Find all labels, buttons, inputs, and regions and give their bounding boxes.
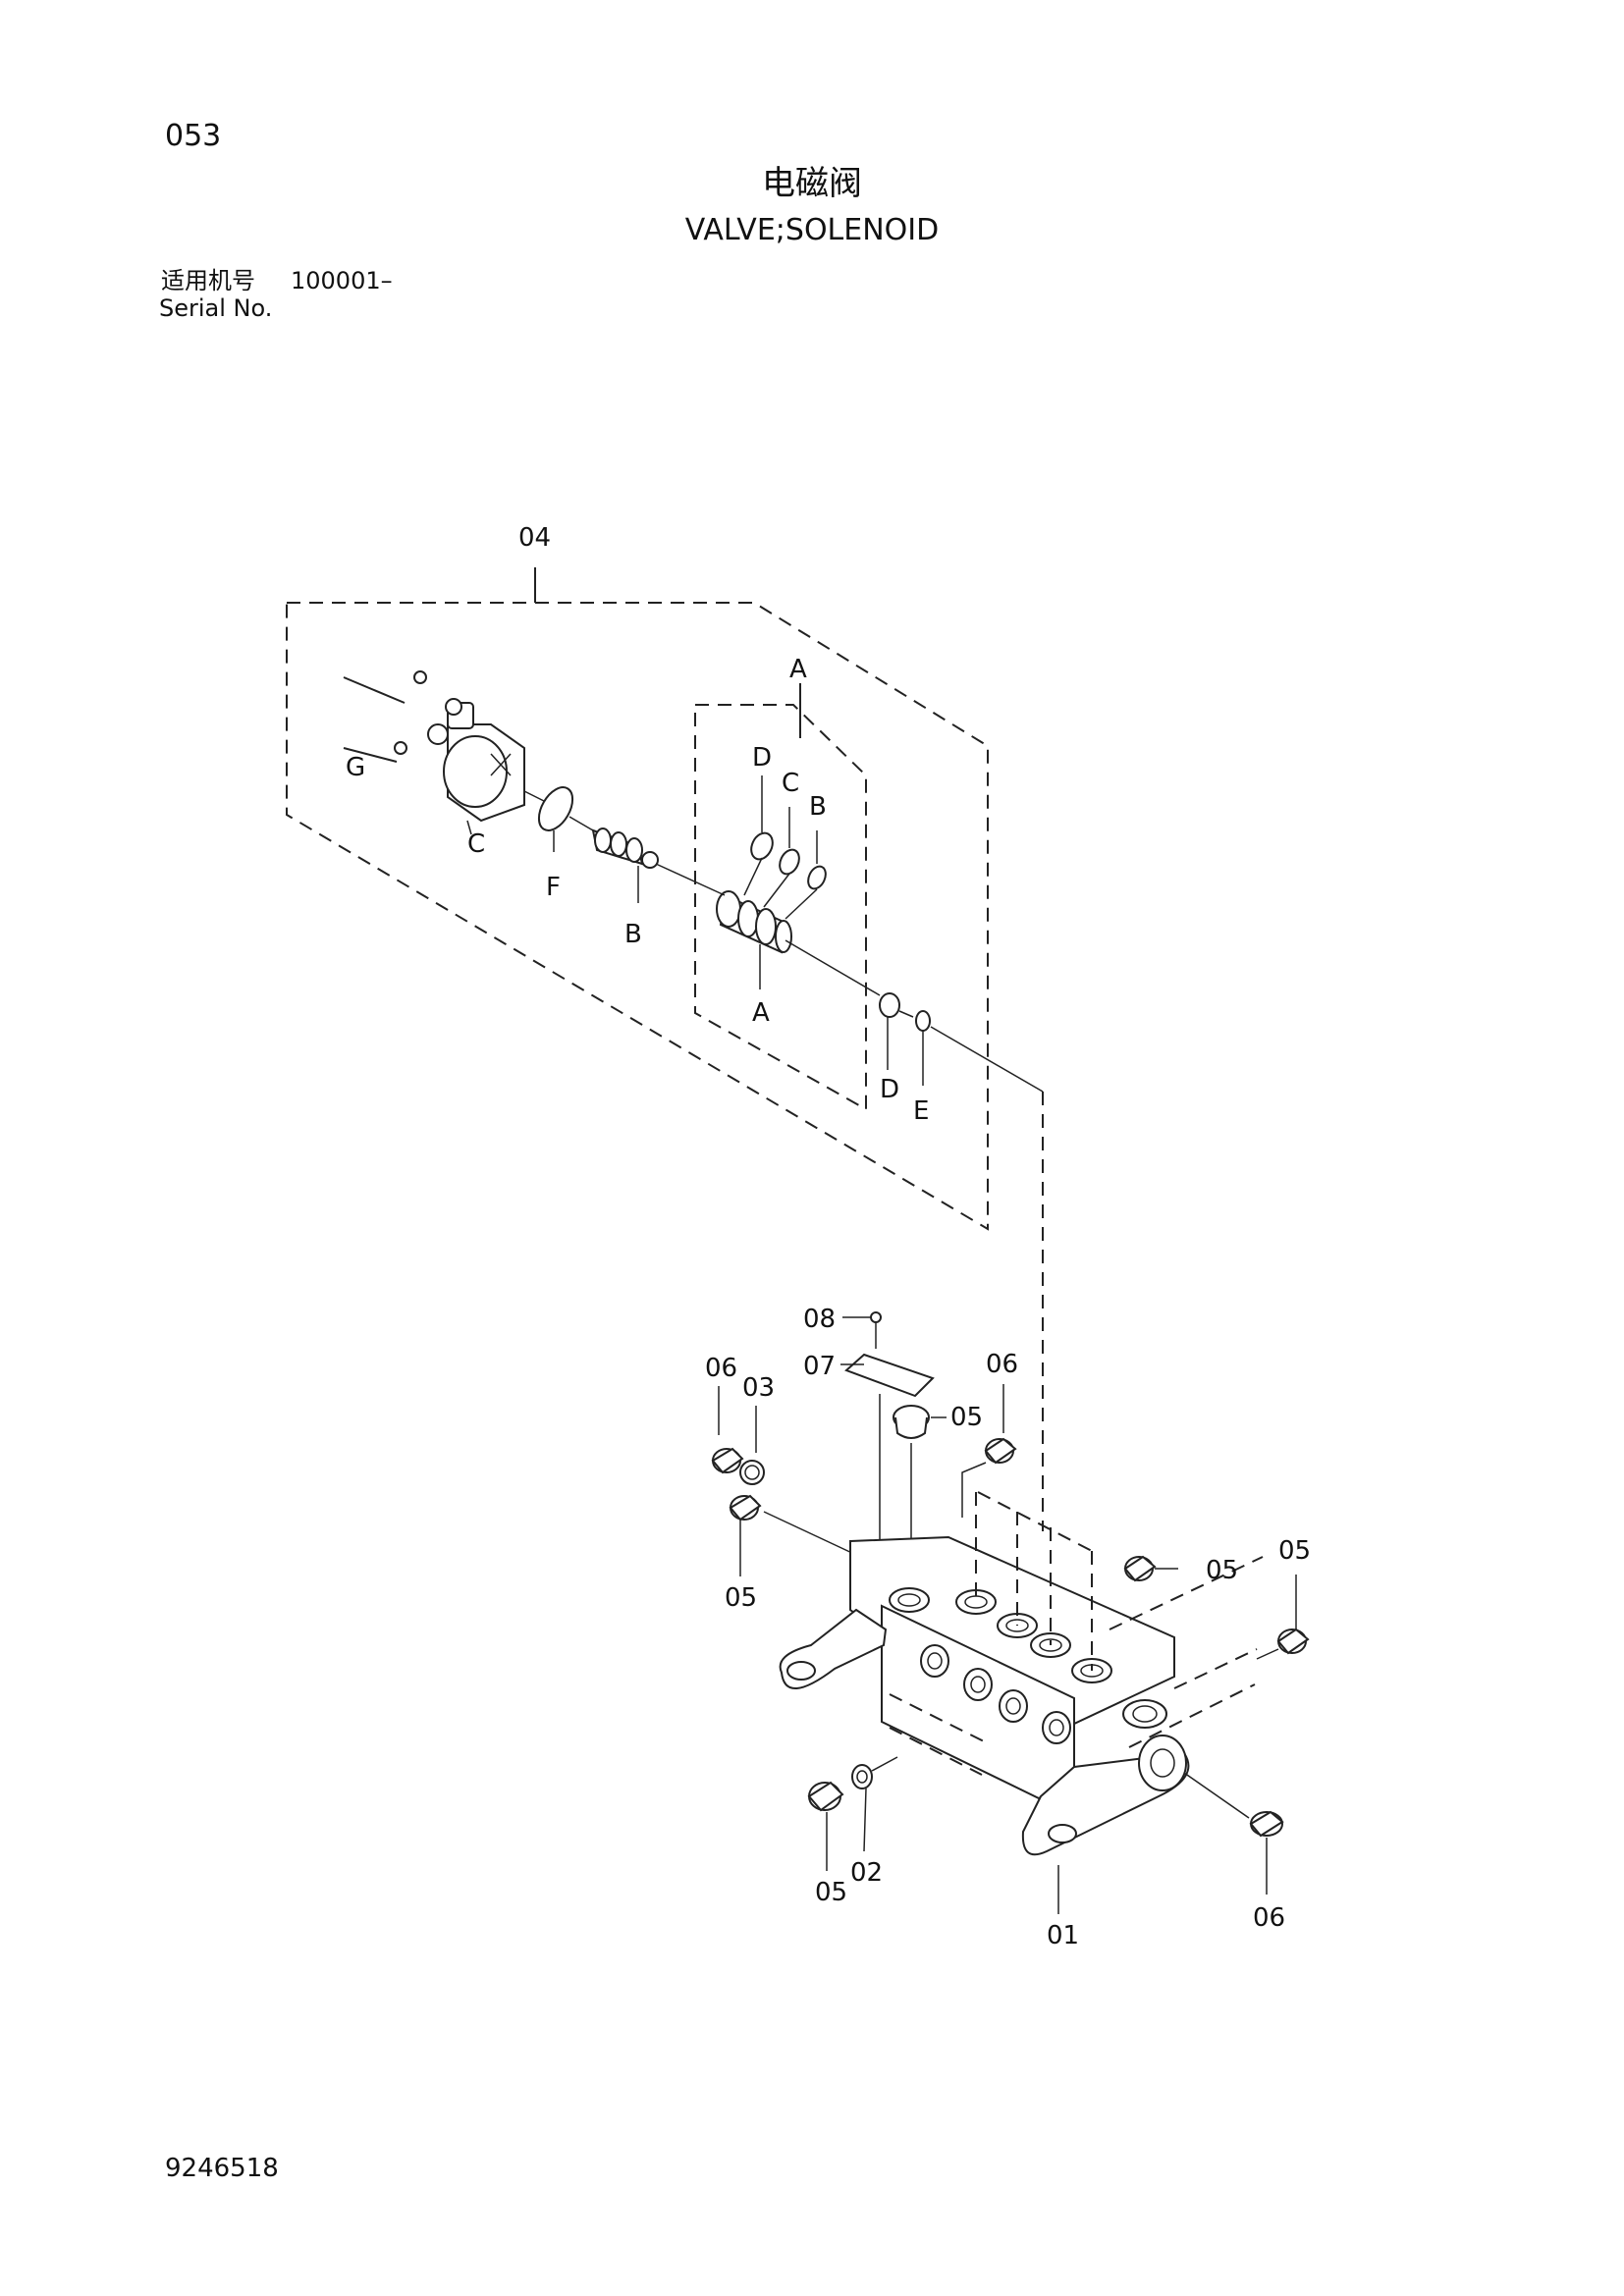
callout-f: F xyxy=(546,873,561,902)
plug-05-top xyxy=(893,1405,947,1598)
callout-05-top: 05 xyxy=(950,1403,983,1432)
callout-d-plug: D xyxy=(880,1075,899,1104)
callout-01: 01 xyxy=(1047,1921,1079,1950)
callout-c-coil: C xyxy=(467,829,485,859)
manifold-body-01 xyxy=(779,1491,1264,1914)
serial-value: 100001– xyxy=(291,267,393,294)
callout-03: 03 xyxy=(742,1373,775,1403)
callout-g: G xyxy=(346,753,365,782)
callout-05-right2: 05 xyxy=(1278,1536,1311,1566)
callout-08: 08 xyxy=(803,1305,836,1334)
callout-05-right1: 05 xyxy=(1206,1556,1238,1585)
callout-06-mid: 06 xyxy=(986,1350,1018,1379)
spool-b xyxy=(591,828,659,903)
callout-d: D xyxy=(752,743,772,773)
callout-e: E xyxy=(913,1096,929,1126)
seal-rings-dcb xyxy=(743,775,827,920)
callout-04: 04 xyxy=(518,523,551,553)
callout-06-bottom: 06 xyxy=(1253,1903,1285,1933)
bottom-plugs xyxy=(807,1756,1284,1895)
serial-label-chinese: 适用机号 xyxy=(161,267,255,294)
callout-05-left: 05 xyxy=(725,1583,757,1613)
callout-05-bottom: 05 xyxy=(815,1878,847,1907)
serial-label-english: Serial No. xyxy=(159,294,273,322)
page-number: 053 xyxy=(165,119,222,153)
callout-c: C xyxy=(782,769,799,798)
callout-07: 07 xyxy=(803,1352,836,1381)
kit-04-boundary xyxy=(286,567,989,1231)
solenoid-coil-c xyxy=(343,670,525,835)
document-number: 9246518 xyxy=(165,2154,279,2183)
callout-a-top: A xyxy=(789,655,807,684)
sleeve-a xyxy=(716,890,792,989)
title-chinese: 电磁阀 xyxy=(762,164,862,203)
plate-07-screw-08 xyxy=(840,1311,935,1561)
right-plugs-05 xyxy=(1123,1555,1310,1660)
plug-d-ring-e xyxy=(879,992,931,1086)
callout-labels: 04 A D C B G C F B A D E 08 07 06 03 06 … xyxy=(346,523,1311,1950)
o-ring-f xyxy=(537,786,574,852)
callout-02: 02 xyxy=(850,1858,883,1888)
callout-b-spool: B xyxy=(624,920,642,949)
title-english: VALVE;SOLENOID xyxy=(684,213,940,247)
subassembly-a-boundary xyxy=(694,683,867,1111)
callout-a-bottom: A xyxy=(752,998,770,1028)
callout-06-left: 06 xyxy=(705,1354,737,1383)
assembly-axis-line xyxy=(523,790,1044,1531)
left-plugs xyxy=(711,1386,857,1576)
callout-b: B xyxy=(809,792,827,822)
front-ports xyxy=(920,1644,1071,1744)
plug-06-mid xyxy=(961,1384,1017,1518)
